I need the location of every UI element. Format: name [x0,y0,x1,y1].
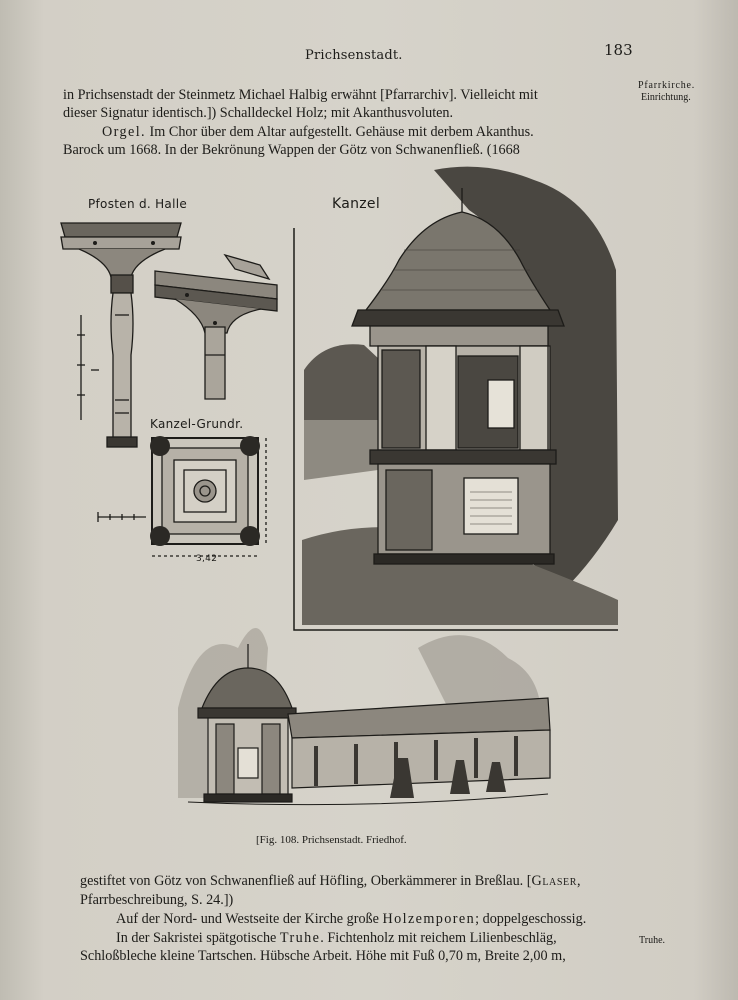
body-line: Barock um 1668. In der Bekrönung Wappen … [63,142,520,158]
kanzel-plate [293,166,618,631]
body-line: gestiftet von Götz von Schwanenfließ auf… [80,873,581,889]
body-line: In der Sakristei spätgotische Truhe. Fic… [116,930,557,946]
label-kanzel-grundriss: Kanzel-Grundr. [150,417,244,431]
body-line: Auf der Nord- und Westseite der Kirche g… [116,911,587,927]
margin-note-pfarrkirche: Pfarrkirche. [638,80,696,91]
running-title: Prichsenstadt. [305,48,403,63]
figure-caption: [Fig. 108. Prichsenstadt. Friedhof. [256,834,407,846]
label-kanzel: Kanzel [332,196,381,212]
cemetery-view [178,628,551,806]
body-line: in Prichsenstadt der Steinmetz Michael H… [63,87,538,103]
term-holzemporen: Holzemporen [382,911,476,927]
margin-note-truhe: Truhe. [639,935,666,946]
kanzel-ground-plan [97,436,267,557]
author-glaser: Glaser [531,873,578,889]
body-line: Schloßbleche kleine Tartschen. Hübsche A… [80,948,566,964]
body-line: Orgel. Im Chor über dem Altar aufgestell… [102,124,534,140]
body-line: dieser Signatur identisch.]) Schalldecke… [63,105,454,121]
margin-note-einrichtung: Einrichtung. [641,92,691,103]
page-number: 183 [604,41,633,59]
term-orgel: Orgel. [102,124,146,140]
dimension-label: 3,42 [196,554,218,564]
term-truhe: Truhe [279,930,321,946]
post-drawing [60,222,278,448]
body-line: Pfarrbeschreibung, S. 24.]) [80,892,234,908]
label-pfosten: Pfosten d. Halle [88,197,188,211]
